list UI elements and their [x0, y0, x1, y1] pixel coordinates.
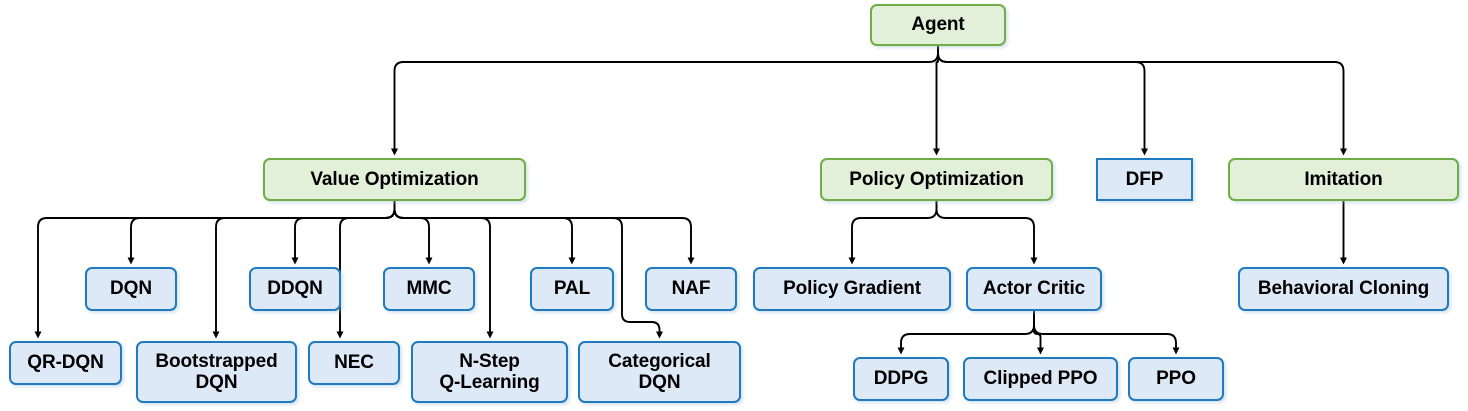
node-label: NAF [671, 278, 711, 300]
node-dfp[interactable]: DFP [1096, 158, 1193, 201]
node-label: QR-DQN [27, 352, 104, 374]
node-label: PPO [1156, 368, 1196, 390]
node-nec[interactable]: NEC [308, 341, 400, 385]
node-label: Agent [911, 14, 965, 36]
node-mmc[interactable]: MMC [383, 267, 475, 311]
node-naf[interactable]: NAF [645, 267, 737, 311]
node-label: Clipped PPO [983, 368, 1098, 390]
edge-actor-critic-to-ppo [1033, 311, 1180, 355]
node-ppo[interactable]: PPO [1128, 357, 1224, 401]
edge-value-optimization-to-naf [393, 201, 695, 265]
node-label: Policy Gradient [783, 278, 921, 300]
edge-policy-optimization-to-actor-critic [935, 201, 1038, 265]
node-label: Value Optimization [310, 168, 479, 190]
node-label: DDQN [267, 278, 323, 300]
node-qr-dqn[interactable]: QR-DQN [9, 341, 122, 385]
node-behavioral-cloning[interactable]: Behavioral Cloning [1238, 267, 1449, 311]
node-label: Bootstrapped DQN [155, 350, 278, 393]
node-label: PAL [553, 278, 591, 300]
node-label: Imitation [1304, 168, 1383, 190]
node-label: Actor Critic [982, 278, 1086, 300]
edge-actor-critic-to-clipped-ppo [1033, 311, 1045, 355]
node-imitation[interactable]: Imitation [1228, 158, 1459, 201]
edge-value-optimization-to-ddqn [291, 201, 396, 265]
node-ddqn[interactable]: DDQN [249, 267, 341, 311]
node-clipped-ppo[interactable]: Clipped PPO [963, 357, 1118, 401]
node-label: Policy Optimization [849, 168, 1024, 190]
node-label: Categorical DQN [608, 350, 711, 393]
node-bootstrapped-dqn[interactable]: Bootstrapped DQN [136, 341, 297, 403]
node-label: DDPG [873, 368, 929, 390]
node-label: MMC [406, 278, 452, 300]
node-dqn[interactable]: DQN [85, 267, 177, 311]
edge-policy-optimization-to-policy-gradient [848, 201, 938, 265]
node-policy-optimization[interactable]: Policy Optimization [820, 158, 1053, 201]
node-label: NEC [334, 352, 374, 374]
node-ddpg[interactable]: DDPG [853, 357, 949, 401]
node-label: Behavioral Cloning [1257, 278, 1430, 300]
node-policy-gradient[interactable]: Policy Gradient [753, 267, 951, 311]
node-label: N-Step Q-Learning [439, 350, 540, 393]
node-agent[interactable]: Agent [870, 4, 1006, 46]
node-label: DFP [1125, 168, 1164, 190]
node-actor-critic[interactable]: Actor Critic [966, 267, 1102, 311]
node-n-step-q-learning[interactable]: N-Step Q-Learning [411, 341, 568, 403]
node-value-optimization[interactable]: Value Optimization [263, 158, 526, 201]
node-label: DQN [110, 278, 152, 300]
edge-value-optimization-to-dqn [127, 201, 396, 265]
node-categorical-dqn[interactable]: Categorical DQN [578, 341, 741, 403]
edge-value-optimization-to-categorical-dqn [393, 201, 664, 339]
node-pal[interactable]: PAL [530, 267, 614, 311]
edge-value-optimization-to-mmc [393, 201, 433, 265]
edge-agent-to-imitation [937, 46, 1348, 156]
edge-agent-to-value-optimization [390, 46, 939, 156]
edge-actor-critic-to-ddpg [897, 311, 1035, 355]
edge-value-optimization-to-pal [393, 201, 576, 265]
edge-agent-to-policy-optimization [932, 46, 941, 156]
